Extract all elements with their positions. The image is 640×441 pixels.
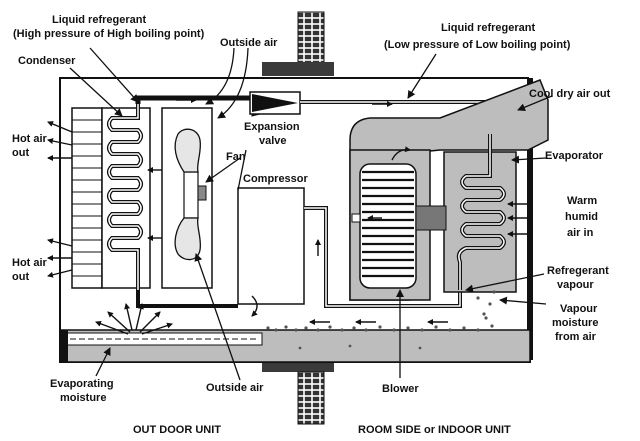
label-liquid-ref-high-1: Liquid refregerant <box>52 14 147 26</box>
tray-left-block <box>60 330 68 362</box>
condenser-fin-lines <box>72 119 102 277</box>
flow-arrows <box>47 97 530 335</box>
label-vapour-moisture-1: Vapour <box>560 303 598 315</box>
label-indoor-unit: ROOM SIDE or INDOOR UNIT <box>358 424 511 436</box>
condenser-fins <box>71 107 103 289</box>
label-hot-air-out-1b: out <box>12 147 30 159</box>
label-warm: Warm <box>567 195 598 207</box>
blower-ribs <box>362 170 414 278</box>
label-air-in: air in <box>567 227 594 239</box>
wall-top-bricks <box>297 11 325 65</box>
fan-blade-bottom <box>174 217 202 261</box>
blower-shaft <box>415 205 447 231</box>
label-evaporator: Evaporator <box>545 150 604 162</box>
label-refregerant-vapour-1: Refregerant <box>547 265 609 277</box>
label-refregerant-vapour-2: vapour <box>557 279 594 291</box>
label-hot-air-out-1a: Hot air <box>12 133 47 145</box>
label-compressor: Compressor <box>243 173 308 185</box>
label-expansion-1: Expansion <box>244 121 300 133</box>
label-vapour-moisture-2: moisture <box>552 317 599 329</box>
fan-blade-top <box>174 128 202 173</box>
blower <box>349 149 447 301</box>
fan-shaft <box>183 171 199 219</box>
label-liquid-ref-low-1: Liquid refregerant <box>441 22 536 34</box>
label-outside-air-top: Outside air <box>220 37 278 49</box>
label-condenser: Condenser <box>18 55 76 67</box>
fan-motor-tab <box>197 185 207 201</box>
label-hot-air-out-2a: Hot air <box>12 257 47 269</box>
blower-shaft-stub <box>351 213 361 223</box>
wall <box>262 11 334 425</box>
label-liquid-ref-high-2: (High pressure of High boiling point) <box>13 28 205 40</box>
casing-right-wall <box>528 78 533 360</box>
wall-bottom-bricks <box>297 371 325 425</box>
label-fan: Fan <box>226 151 246 163</box>
label-outside-air-bottom: Outside air <box>206 382 264 394</box>
moisture-dots <box>266 290 496 350</box>
wall-top-slab <box>262 62 334 76</box>
compressor <box>237 187 305 305</box>
label-vapour-moisture-3: from air <box>555 331 596 343</box>
blower-drum <box>359 163 417 289</box>
label-outdoor-unit: OUT DOOR UNIT <box>133 424 221 436</box>
label-humid: humid <box>565 211 598 223</box>
leader-lines <box>69 47 553 381</box>
fan <box>161 107 213 289</box>
label-expansion-2: valve <box>259 135 287 147</box>
label-evaporating-1: Evaporating <box>50 378 114 390</box>
casing <box>59 77 533 363</box>
condenser <box>71 104 151 290</box>
label-blower: Blower <box>382 383 419 395</box>
label-liquid-ref-low-2: (Low pressure of Low boiling point) <box>384 39 571 51</box>
label-evaporating-2: moisture <box>60 392 107 404</box>
label-hot-air-out-2b: out <box>12 271 30 283</box>
label-cool-dry-air-out: Cool dry air out <box>529 88 611 100</box>
